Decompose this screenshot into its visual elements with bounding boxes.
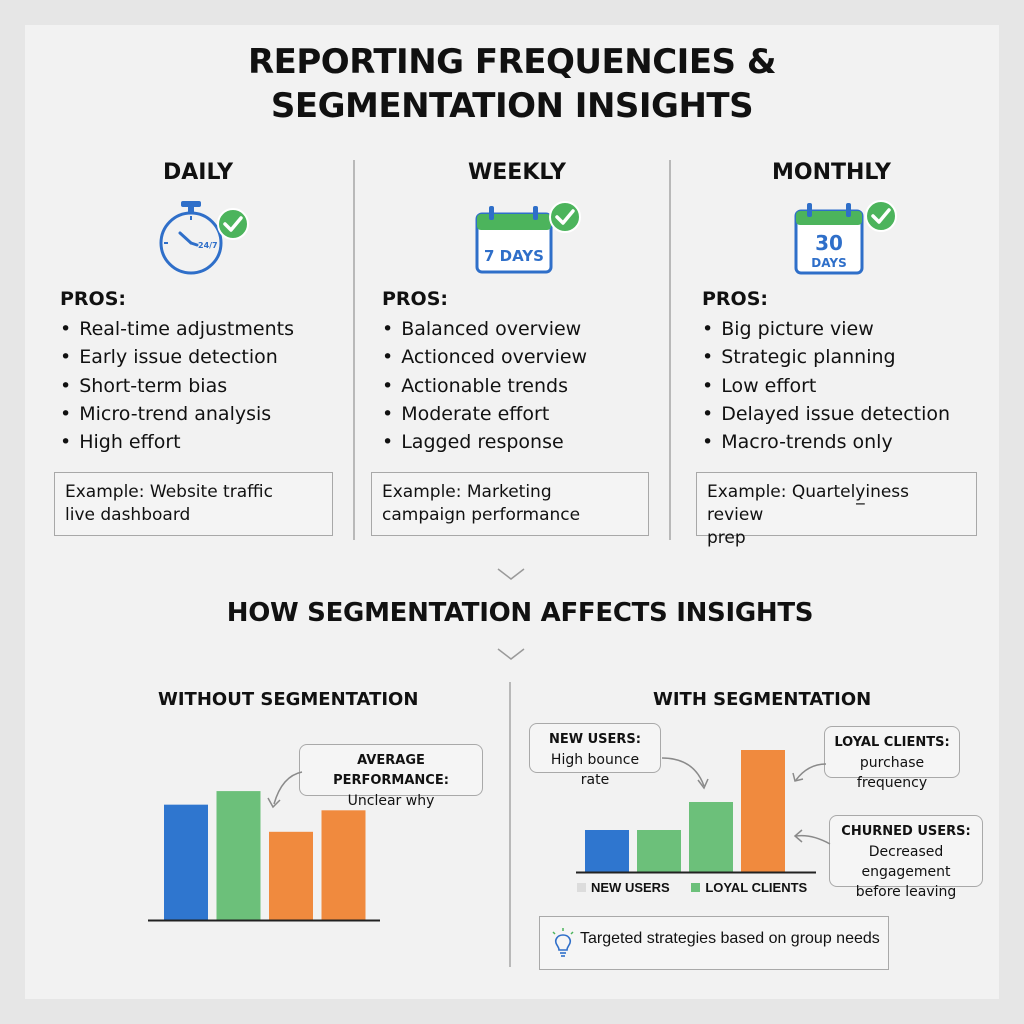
new-users-callout: NEW USERS: High bounce rate (529, 723, 661, 788)
chevron-down-icon (497, 648, 525, 660)
list-item: Early issue detection (60, 343, 294, 371)
list-item: Real-time adjustments (60, 315, 294, 343)
monthly-example-box: Example: Quartely̲iness review prep (696, 472, 977, 548)
calendar-text: 7 DAYS (484, 247, 544, 265)
callout-text: Unclear why (347, 793, 435, 809)
callout-arrow-icon (792, 763, 827, 782)
example-line: prep (707, 528, 746, 548)
loyal-clients-callout: LOYAL CLIENTS: purchase frequency (824, 726, 960, 791)
calendar-unit: DAYS (811, 256, 846, 270)
list-item: Delayed issue detection (702, 400, 950, 428)
callout-arrow-icon (267, 771, 303, 809)
callout-heading: CHURNED USERS: (841, 824, 971, 839)
chevron-down-icon (497, 568, 525, 580)
lightbulb-icon (552, 928, 574, 957)
main-title-line1: REPORTING FREQUENCIES & (247, 42, 777, 82)
legend-swatch (577, 883, 586, 892)
callout-arrow-icon (661, 757, 709, 790)
daily-heading: DAILY (163, 160, 233, 185)
tip-text: Targeted strategies based on group needs (580, 930, 880, 947)
daily-pros-list: Real-time adjustments Early issue detect… (60, 315, 294, 456)
churned-users-callout: CHURNED USERS: Decreased engagement befo… (829, 815, 983, 900)
tip-box: Targeted strategies based on group needs (539, 916, 889, 970)
list-item: High effort (60, 428, 294, 456)
section-divider (509, 682, 511, 967)
monthly-heading: MONTHLY (772, 160, 891, 185)
monthly-pros-label: PROS: (702, 288, 768, 310)
callout-text: before leaving (855, 884, 957, 900)
callout-heading: NEW USERS: (549, 732, 641, 747)
legend-item: LOYAL CLIENTS (691, 880, 807, 895)
example-line: campaign performance (382, 505, 581, 525)
list-item: Moderate effort (382, 400, 587, 428)
weekly-heading: WEEKLY (468, 160, 566, 185)
legend-swatch (691, 883, 701, 892)
daily-example-box: Example: Website traffic live dashboard (54, 472, 333, 536)
chart-bar (216, 791, 261, 920)
list-item: Short-term bias (60, 372, 294, 400)
without-segmentation-chart (148, 791, 380, 922)
callout-text: High bounce rate (550, 752, 640, 788)
with-segmentation-title: WITH SEGMENTATION (653, 689, 872, 710)
legend-label: NEW USERS (591, 880, 670, 895)
calendar-check-icon: 30 DAYS (794, 200, 897, 275)
list-item: Actionced overview (382, 343, 587, 371)
with-segmentation-chart (576, 750, 816, 874)
legend-label: LOYAL CLIENTS (705, 880, 808, 895)
example-line: Example: Website traffic (65, 482, 273, 502)
chart-bar (637, 830, 681, 872)
list-item: Lagged response (382, 428, 587, 456)
chart-bar (741, 750, 785, 872)
calendar-check-icon: 7 DAYS (475, 201, 581, 274)
list-item: Balanced overview (382, 315, 587, 343)
list-item: Macro-trends only (702, 428, 950, 456)
list-item: Big picture view (702, 315, 950, 343)
example-line: Example: Quartely̲iness review (707, 482, 910, 525)
chart-bar (585, 830, 629, 872)
weekly-example-box: Example: Marketing campaign performance (371, 472, 649, 536)
legend-item: NEW USERS (577, 880, 670, 895)
weekly-pros-label: PROS: (382, 288, 448, 310)
segmentation-title: HOW SEGMENTATION AFFECTS INSIGHTS (226, 598, 814, 628)
list-item: Strategic planning (702, 343, 950, 371)
callout-text: purchase frequency (856, 755, 928, 791)
example-line: live dashboard (65, 505, 191, 525)
chart-bar (321, 810, 366, 920)
monthly-pros-list: Big picture view Strategic planning Low … (702, 315, 950, 456)
calendar-number: 30 (815, 231, 843, 255)
chart-bar (164, 804, 208, 920)
main-title-line2: SEGMENTATION INSIGHTS (270, 86, 754, 126)
callout-arrow-icon (793, 829, 831, 845)
callout-text: Decreased engagement (861, 844, 951, 880)
stopwatch-text: 24/7 (198, 241, 218, 250)
example-line: Example: Marketing (382, 482, 552, 502)
column-divider (353, 160, 355, 540)
without-segmentation-title: WITHOUT SEGMENTATION (158, 689, 419, 710)
chart-bar (269, 831, 313, 920)
chart-bar (689, 802, 733, 872)
average-performance-callout: AVERAGE PERFORMANCE: Unclear why (299, 744, 483, 809)
callout-heading: AVERAGE PERFORMANCE: (333, 753, 449, 788)
weekly-pros-list: Balanced overview Actionced overview Act… (382, 315, 587, 456)
list-item: Actionable trends (382, 372, 587, 400)
chart-legend: NEW USERS LOYAL CLIENTS (577, 880, 807, 895)
callout-heading: LOYAL CLIENTS: (834, 735, 950, 750)
stopwatch-check-icon: 24/7 (159, 201, 249, 275)
list-item: Micro-trend analysis (60, 400, 294, 428)
daily-pros-label: PROS: (60, 288, 126, 310)
column-divider (669, 160, 671, 540)
list-item: Low effort (702, 372, 950, 400)
